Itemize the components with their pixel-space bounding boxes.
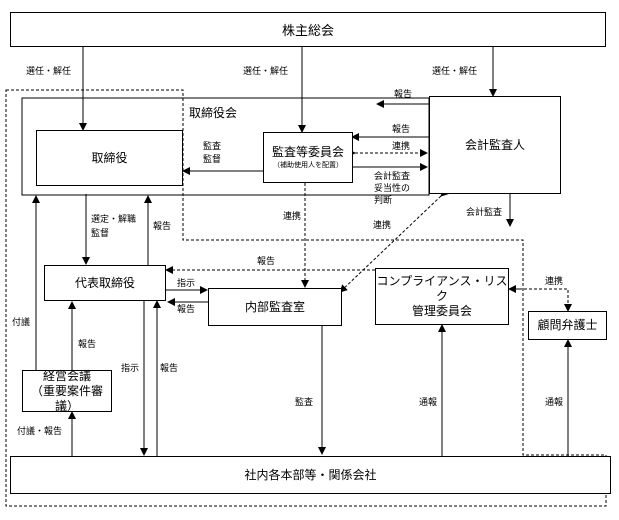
legal-counsel-label: 顧問弁護士 (537, 318, 598, 332)
edge-liaison-auditor-internal (339, 188, 449, 293)
label-whistle-counsel: 通報 (545, 398, 564, 408)
label-instruct-rep-group: 指示 (121, 364, 140, 374)
accounting-auditor-box: 会計監査人 (429, 96, 561, 194)
label-report-compliance-rep: 報告 (257, 257, 276, 267)
label-select-supervise-2: 監督 (91, 229, 110, 239)
label-liaison-auditor-committee: 連携 (392, 142, 411, 152)
label-instruct-rep-internal: 指示 (177, 279, 196, 289)
label-liaison-compliance-counsel: 連携 (545, 277, 564, 287)
label-accounting-audit: 会計監査 (466, 208, 503, 218)
label-appropriateness-1: 会計監査 (374, 172, 411, 182)
label-elect-audit-committee: 選任・解任 (243, 67, 289, 77)
directors-label: 取締役 (91, 150, 128, 165)
management-meeting-label-1: 経営会議 (42, 368, 91, 383)
label-audit-supervise-2: 監督 (203, 155, 222, 165)
group-companies-label: 社内各本部等・関係会社 (244, 467, 377, 482)
label-elect-accounting-auditor: 選任・解任 (432, 67, 478, 77)
label-liaison-auditor-internal: 連携 (373, 221, 392, 231)
label-refer-management-directors: 付議 (12, 318, 31, 328)
label-report-auditor-committee: 報告 (392, 125, 411, 135)
edge-liaison-compliance-counsel (509, 288, 572, 312)
accounting-auditor-label: 会計監査人 (464, 137, 525, 152)
audit-committee-note: （補助使用人を配置） (273, 161, 343, 169)
audit-committee-box: 監査等委員会 （補助使用人を配置） (263, 132, 353, 183)
label-liaison-committee-internal: 連携 (283, 212, 302, 222)
group-companies-box: 社内各本部等・関係会社 (10, 456, 611, 494)
label-report-management-rep: 報告 (78, 340, 97, 350)
company-boundary (5, 89, 607, 507)
label-report-group-rep: 報告 (160, 364, 179, 374)
management-meeting-box: 経営会議 （重要案件審議） (22, 368, 112, 413)
compliance-committee-label-2: 管理委員会 (411, 304, 472, 318)
legal-counsel-box: 顧問弁護士 (528, 311, 607, 340)
management-meeting-label-2: （重要案件審議） (30, 383, 103, 413)
label-report-rep-directors: 報告 (153, 222, 172, 232)
label-report-internal-rep: 報告 (177, 305, 196, 315)
shareholders-box: 株主総会 (10, 12, 606, 47)
representative-director-box: 代表取締役 (44, 265, 166, 301)
representative-director-label: 代表取締役 (74, 275, 135, 290)
compliance-committee-box: コンプライアンス・リスク 管理委員会 (375, 268, 509, 325)
label-appropriateness-2: 妥当性の (374, 184, 411, 194)
label-select-supervise-1: 選定・解職 (91, 215, 137, 225)
label-elect-directors: 選任・解任 (26, 67, 72, 77)
audit-committee-label: 監査等委員会 (271, 145, 344, 159)
label-audit-supervise-1: 監査 (203, 142, 222, 152)
internal-audit-label: 内部監査室 (244, 299, 305, 314)
label-report-auditor-board: 報告 (394, 90, 413, 100)
label-audit-internal-group: 監査 (295, 398, 314, 408)
compliance-committee-label-1: コンプライアンス・リスク (376, 274, 508, 303)
internal-audit-box: 内部監査室 (208, 288, 342, 326)
label-appropriateness-3: 判断 (374, 196, 393, 206)
label-refer-report-group-management: 付議・報告 (17, 427, 63, 437)
directors-box: 取締役 (36, 130, 183, 186)
label-whistle-compliance: 通報 (419, 398, 438, 408)
shareholders-label: 株主総会 (281, 24, 334, 39)
board-area-label: 取締役会 (189, 106, 238, 120)
